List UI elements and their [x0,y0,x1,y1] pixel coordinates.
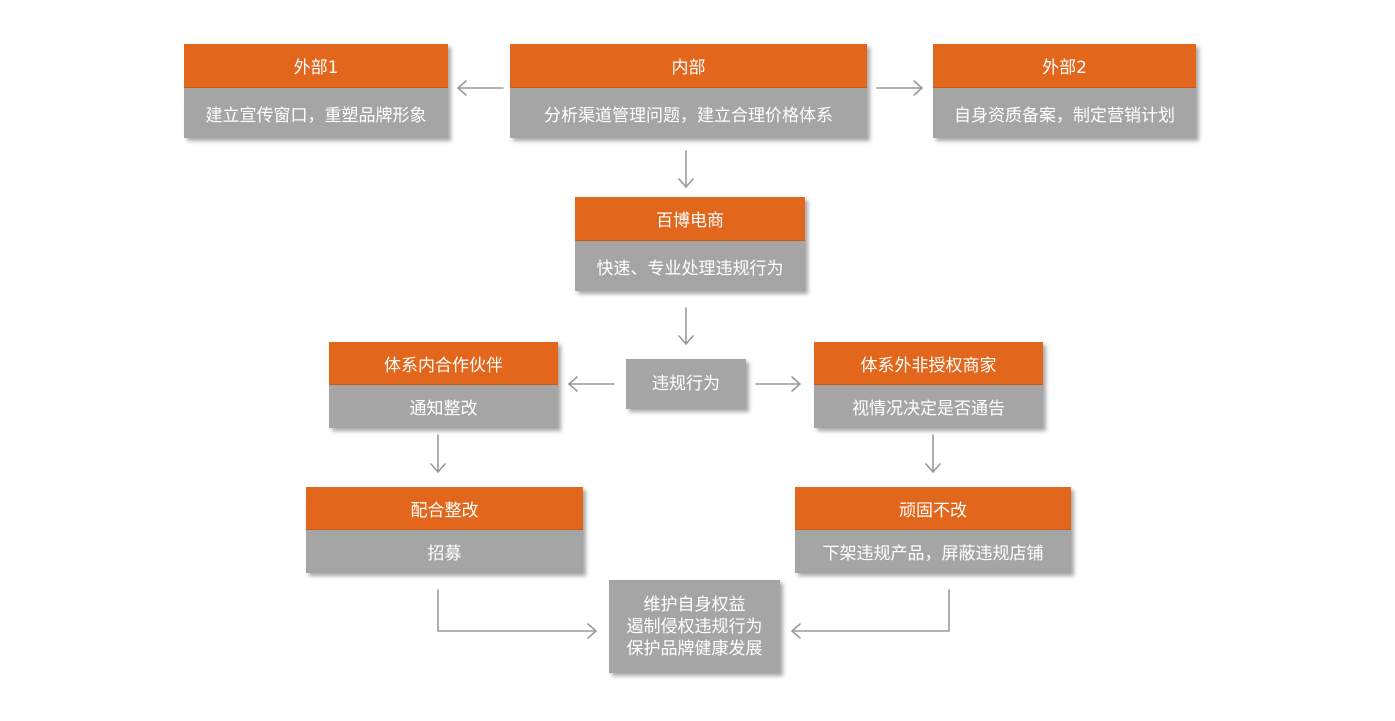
violation-label: 违规行为 [652,374,720,394]
baibo-title: 百博电商 [575,197,805,241]
internal-box: 内部 分析渠道管理问题，建立合理价格体系 [510,44,867,138]
arrow-stubborn-to-result [791,589,950,639]
inner-partner-box: 体系内合作伙伴 通知整改 [329,342,558,428]
cooperate-desc: 招募 [306,530,583,573]
external1-desc: 建立宣传窗口，重塑品牌形象 [184,88,448,138]
result-line3: 保护品牌健康发展 [626,638,763,659]
external2-box: 外部2 自身资质备案，制定营销计划 [933,44,1196,138]
result-box: 维护自身权益 遏制侵权违规行为 保护品牌健康发展 [609,580,780,673]
internal-title: 内部 [510,44,867,88]
outer-merchant-desc: 视情况决定是否通告 [814,385,1043,428]
result-line2: 遏制侵权违规行为 [626,616,763,637]
external1-title: 外部1 [184,44,448,88]
baibo-desc: 快速、专业处理违规行为 [575,241,805,291]
arrow-to-violation [678,307,694,345]
outer-merchant-box: 体系外非授权商家 视情况决定是否通告 [814,342,1043,428]
arrow-to-inner-partner [568,376,615,392]
stubborn-title: 顽固不改 [795,487,1071,530]
external2-title: 外部2 [933,44,1196,88]
cooperate-box: 配合整改 招募 [306,487,583,573]
result-line1: 维护自身权益 [643,594,746,615]
arrow-to-external2 [876,80,923,96]
arrow-to-stubborn [925,434,941,473]
outer-merchant-title: 体系外非授权商家 [814,342,1043,385]
inner-partner-desc: 通知整改 [329,385,558,428]
arrow-to-external1 [457,80,504,96]
cooperate-title: 配合整改 [306,487,583,530]
arrow-to-baibo [678,150,694,188]
arrow-to-cooperate [430,434,446,473]
external1-box: 外部1 建立宣传窗口，重塑品牌形象 [184,44,448,138]
internal-desc: 分析渠道管理问题，建立合理价格体系 [510,88,867,138]
inner-partner-title: 体系内合作伙伴 [329,342,558,385]
baibo-box: 百博电商 快速、专业处理违规行为 [575,197,805,291]
arrow-to-outer-merchant [755,376,801,392]
external2-desc: 自身资质备案，制定营销计划 [933,88,1196,138]
stubborn-desc: 下架违规产品，屏蔽违规店铺 [795,530,1071,573]
violation-box: 违规行为 [626,359,746,409]
arrow-cooperate-to-result [437,589,597,639]
stubborn-box: 顽固不改 下架违规产品，屏蔽违规店铺 [795,487,1071,573]
